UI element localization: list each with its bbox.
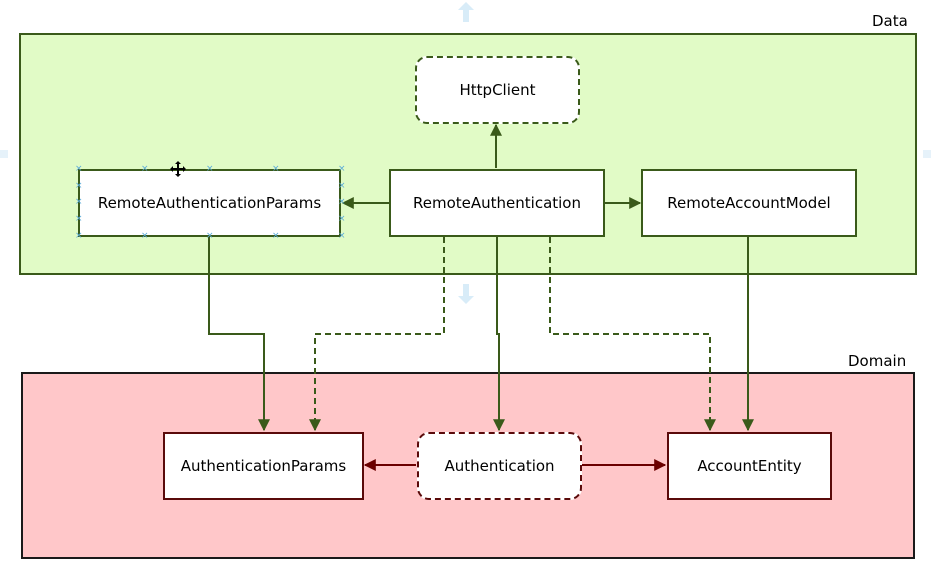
domain-layer-label: Domain — [848, 352, 907, 370]
resize-handle-icon[interactable]: × — [338, 231, 346, 241]
resize-handle-icon[interactable]: × — [75, 197, 83, 207]
resize-handle-icon[interactable]: × — [75, 164, 83, 174]
node-label: RemoteAuthentication — [413, 194, 581, 212]
node-label: AuthenticationParams — [180, 457, 347, 475]
resize-handle-icon[interactable]: × — [272, 231, 280, 241]
resize-handle-icon[interactable]: × — [338, 214, 346, 224]
node-label: RemoteAuthenticationParams — [97, 194, 322, 212]
node-authentication[interactable]: Authentication — [417, 432, 582, 500]
node-authentication-params[interactable]: AuthenticationParams — [163, 432, 364, 500]
resize-handle-icon[interactable]: × — [75, 181, 83, 191]
guide-down-arrow-icon — [458, 284, 474, 304]
node-remote-authentication[interactable]: RemoteAuthentication — [389, 169, 605, 237]
guide-right-marker — [923, 150, 931, 158]
edge-remoteauth-to-accountentity-dashed[interactable] — [549, 237, 716, 432]
node-label: HttpClient — [459, 81, 536, 99]
resize-handle-icon[interactable]: × — [272, 164, 280, 174]
resize-handle-icon[interactable]: × — [338, 197, 346, 207]
node-label: RemoteAccountModel — [667, 194, 831, 212]
resize-handle-icon[interactable]: × — [141, 231, 149, 241]
resize-handle-icon[interactable]: × — [141, 164, 149, 174]
edge-remoteparams-to-authparams[interactable] — [208, 237, 270, 432]
resize-handle-icon[interactable]: × — [338, 164, 346, 174]
data-layer-label: Data — [872, 12, 908, 30]
resize-handle-icon[interactable]: × — [338, 181, 346, 191]
node-remote-account-model[interactable]: RemoteAccountModel — [641, 169, 857, 237]
node-http-client[interactable]: HttpClient — [415, 56, 580, 124]
move-cursor-icon — [170, 161, 186, 177]
resize-handle-icon[interactable]: × — [75, 231, 83, 241]
node-label: Authentication — [444, 457, 555, 475]
resize-handle-icon[interactable]: × — [206, 164, 214, 174]
resize-handle-icon[interactable]: × — [75, 214, 83, 224]
node-remote-authentication-params[interactable]: RemoteAuthenticationParams — [78, 169, 341, 237]
resize-handle-icon[interactable]: × — [206, 231, 214, 241]
node-account-entity[interactable]: AccountEntity — [667, 432, 832, 500]
node-label: AccountEntity — [697, 457, 802, 475]
guide-up-arrow-icon — [458, 2, 474, 22]
edge-remoteauth-to-authparams-dashed[interactable] — [309, 237, 445, 432]
edge-remoteauth-to-authentication[interactable] — [493, 237, 505, 432]
guide-left-marker — [0, 150, 8, 158]
